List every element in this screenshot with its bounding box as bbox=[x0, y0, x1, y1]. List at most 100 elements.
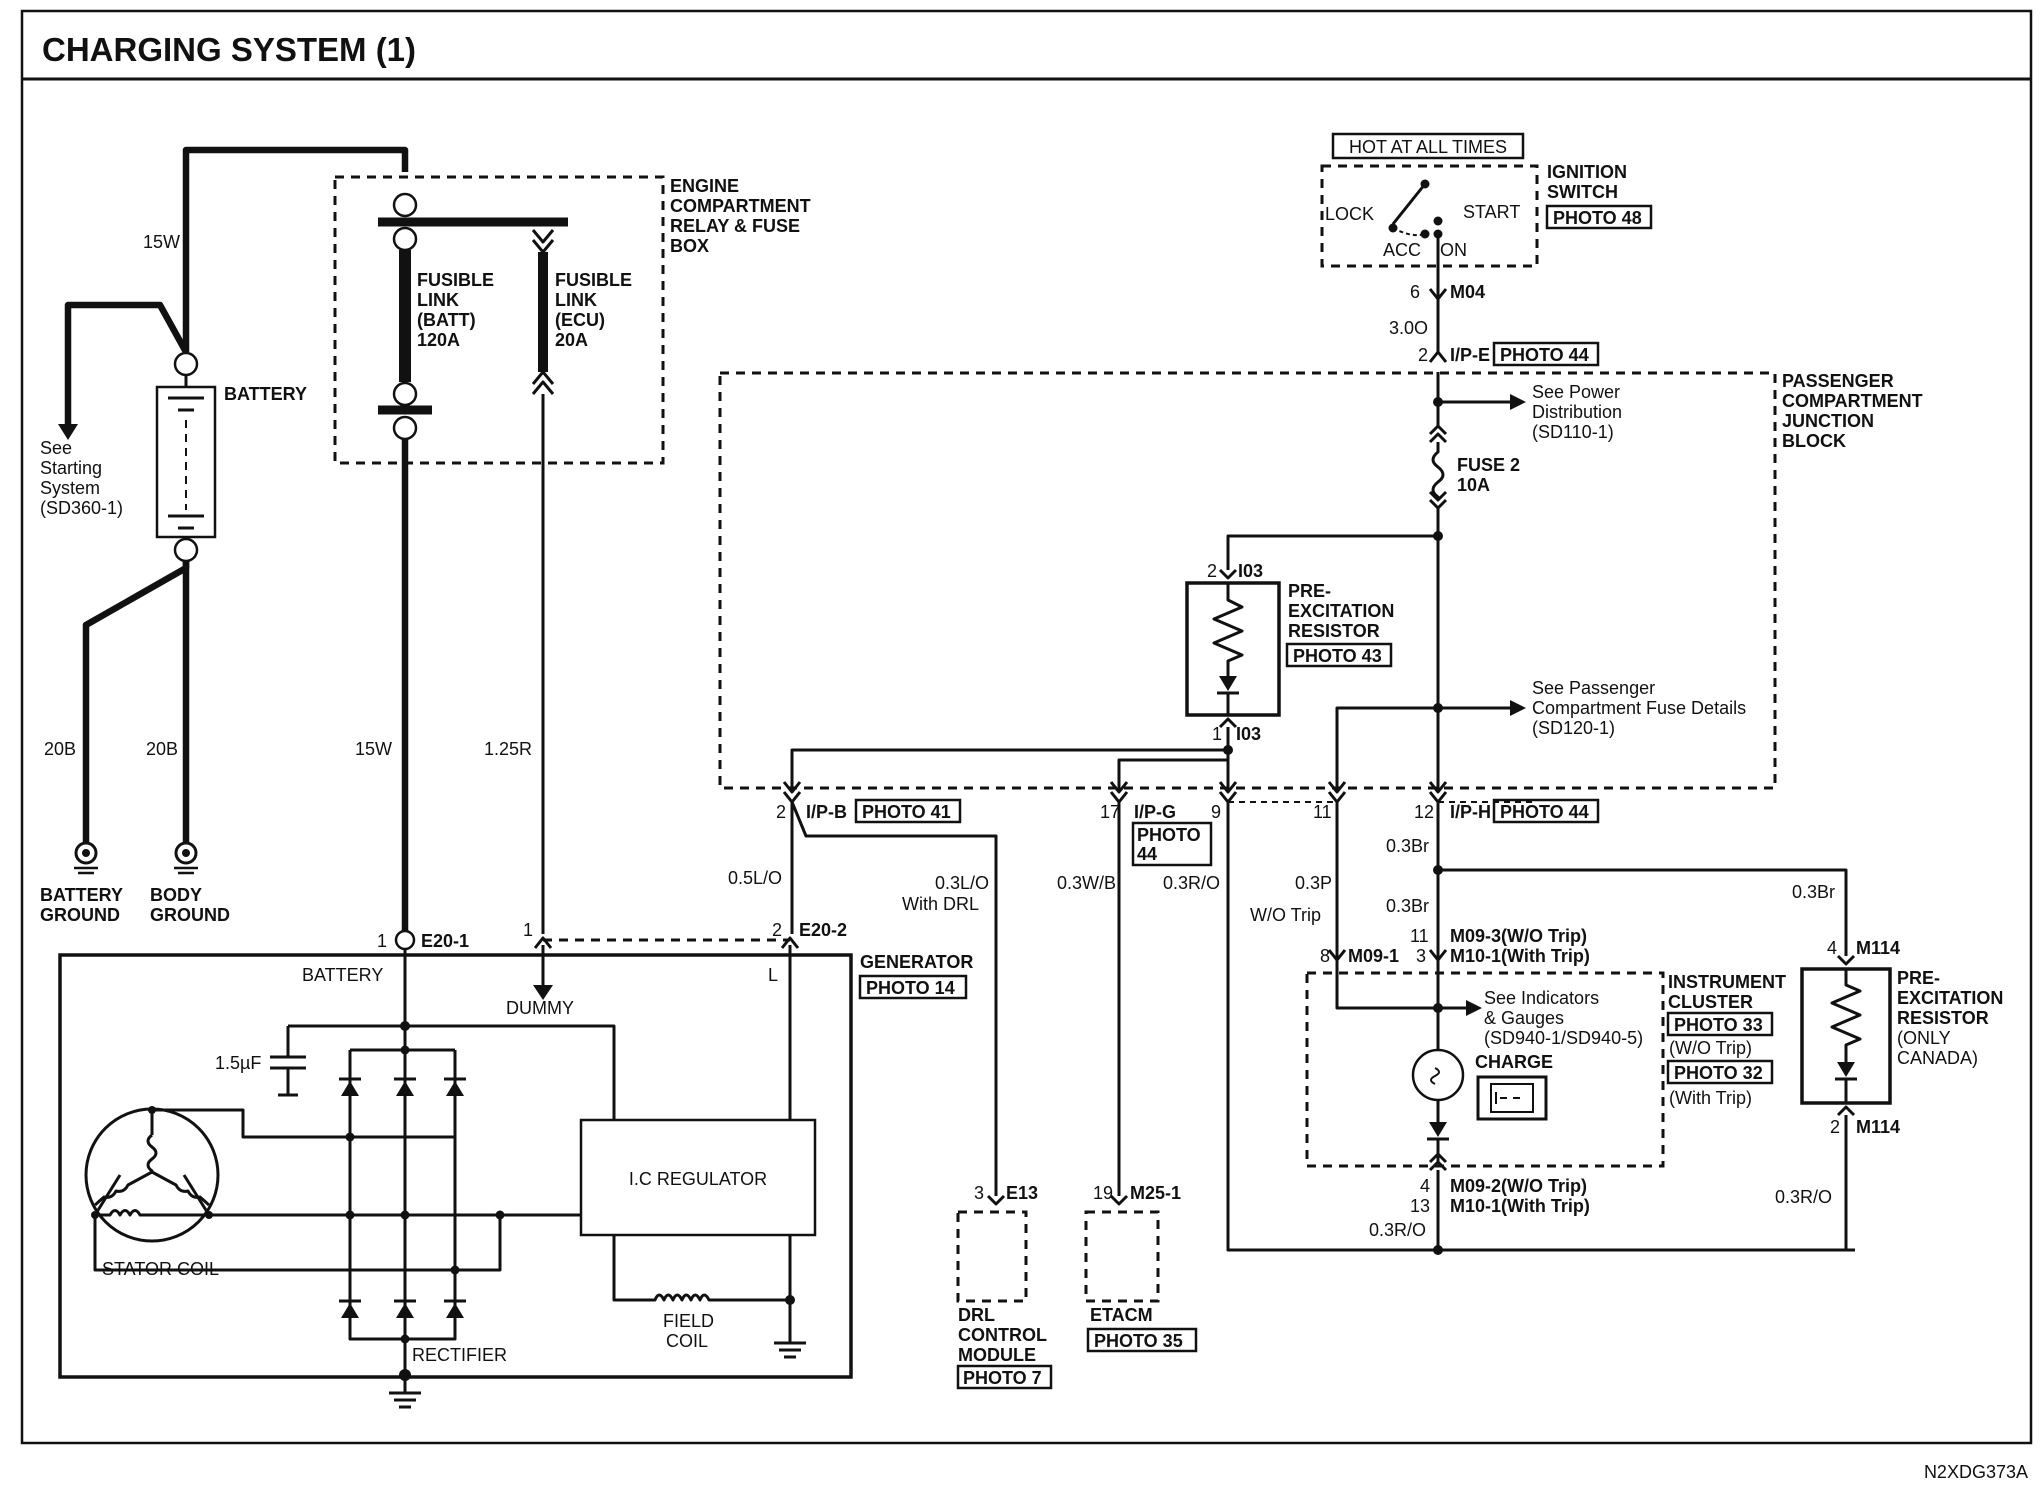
wire-15w: 15W bbox=[355, 739, 392, 759]
ipe-photo-box bbox=[1492, 341, 1600, 367]
e20-1-pin: 1 bbox=[377, 931, 387, 951]
wire-0-3lo: 0.3L/O bbox=[935, 873, 989, 893]
ignition-start: START bbox=[1463, 202, 1520, 222]
engine-box-line1: ENGINE bbox=[670, 176, 739, 196]
fusible-ecu-line4: 20A bbox=[555, 330, 588, 350]
i03-bot-name: I03 bbox=[1236, 724, 1261, 744]
i03-top-name: I03 bbox=[1238, 561, 1263, 581]
wire-20b-left: 20B bbox=[44, 739, 76, 759]
cluster-note-b: (With Trip) bbox=[1669, 1088, 1752, 1108]
cluster-name-2: CLUSTER bbox=[1668, 992, 1753, 1012]
e20-2-l: L bbox=[768, 965, 778, 985]
m114-top-name: M114 bbox=[1856, 938, 1900, 958]
pre-resistor2-line1: PRE- bbox=[1897, 968, 1940, 988]
cluster-photo-b: PHOTO 32 bbox=[1674, 1063, 1763, 1083]
stator-coil bbox=[84, 1106, 220, 1243]
m09-3-pin3: 3 bbox=[1416, 946, 1426, 966]
wire-0-5lo: 0.5L/O bbox=[728, 868, 782, 888]
iph-pin: 12 bbox=[1414, 802, 1434, 822]
drl-line2: CONTROL bbox=[958, 1325, 1047, 1345]
hot-at-all-times: HOT AT ALL TIMES bbox=[1349, 137, 1507, 157]
ipg-photo-1: PHOTO bbox=[1137, 825, 1201, 845]
ipe-pin: 2 bbox=[1418, 345, 1428, 365]
wire-0-3br-1: 0.3Br bbox=[1386, 836, 1429, 856]
e20-1-name: E20-1 bbox=[421, 931, 469, 951]
i03-bot-pin: 1 bbox=[1212, 724, 1222, 744]
iph-pin11: 11 bbox=[1313, 802, 1332, 822]
see-starting-line2: Starting bbox=[40, 458, 102, 478]
m09-1-pin: 8 bbox=[1320, 946, 1330, 966]
m114-bot-name: M114 bbox=[1856, 1117, 1900, 1137]
wire-15w-top: 15W bbox=[143, 232, 180, 252]
cluster-name-1: INSTRUMENT bbox=[1668, 972, 1786, 992]
fusible-ecu-line3: (ECU) bbox=[555, 310, 605, 330]
pre-resistor2-line2: EXCITATION bbox=[1897, 988, 2003, 1008]
ipg-name: I/P-G bbox=[1134, 802, 1176, 822]
fusible-ecu-line1: FUSIBLE bbox=[555, 270, 632, 290]
ignition-lock: LOCK bbox=[1325, 204, 1374, 224]
wire-0-3br-2: 0.3Br bbox=[1386, 896, 1429, 916]
wire-0-3wb: 0.3W/B bbox=[1057, 873, 1116, 893]
pre-resistor-line1: PRE- bbox=[1288, 581, 1331, 601]
ipb-pin: 2 bbox=[776, 802, 786, 822]
e20-2-name: E20-2 bbox=[799, 920, 847, 940]
generator-battery-label: BATTERY bbox=[302, 965, 383, 985]
see-starting-line1: See bbox=[40, 438, 72, 458]
arrow-to-starting bbox=[58, 424, 78, 440]
wire-1-25r: 1.25R bbox=[484, 739, 532, 759]
cluster-photo-a-box bbox=[1666, 1011, 1774, 1037]
battery-warning-icon bbox=[1476, 1075, 1548, 1121]
see-starting-line4: (SD360-1) bbox=[40, 498, 123, 518]
etacm-photo-box bbox=[1086, 1327, 1198, 1353]
m09-2-name1: M09-2(W/O Trip) bbox=[1450, 1176, 1587, 1196]
see-starting-line3: System bbox=[40, 478, 100, 498]
ignition-on: ON bbox=[1440, 240, 1467, 260]
m114-bot-pin: 2 bbox=[1830, 1117, 1840, 1137]
body-ground-line1: BODY bbox=[150, 885, 202, 905]
ignition-switch[interactable]: HOT AT ALL TIMES IGNITION SWITCH PHOTO 4… bbox=[1320, 132, 1653, 268]
body-ground-icon bbox=[174, 841, 198, 875]
generator: 1 E20-1 1 2 E20-2 L GENERATOR PHOTO 14 B… bbox=[58, 920, 973, 1409]
pre-resistor-line2: EXCITATION bbox=[1288, 601, 1394, 621]
body-ground-line2: GROUND bbox=[150, 905, 230, 925]
junction-block-line1: PASSENGER bbox=[1782, 371, 1894, 391]
wo-trip: W/O Trip bbox=[1250, 905, 1321, 925]
rectifier-label: RECTIFIER bbox=[412, 1345, 507, 1365]
e13-name: E13 bbox=[1006, 1183, 1038, 1203]
junction-block-line2: COMPARTMENT bbox=[1782, 391, 1923, 411]
see-indicators-line2: & Gauges bbox=[1484, 1008, 1564, 1028]
cluster-photo-b-box bbox=[1666, 1059, 1774, 1085]
m09-3-pin11: 11 bbox=[1410, 926, 1429, 946]
fusible-batt-line2: LINK bbox=[417, 290, 459, 310]
battery-label: BATTERY bbox=[224, 384, 307, 404]
see-fuse-details-line1: See Passenger bbox=[1532, 678, 1655, 698]
fuse2-line1: FUSE 2 bbox=[1457, 455, 1520, 475]
pre-resistor-photo: PHOTO 43 bbox=[1293, 646, 1382, 666]
with-drl: With DRL bbox=[902, 894, 979, 914]
wire-0-3p: 0.3P bbox=[1295, 873, 1332, 893]
ignition-photo-box bbox=[1545, 204, 1653, 230]
field-coil-line2: COIL bbox=[666, 1331, 708, 1351]
m25-name: M25-1 bbox=[1130, 1183, 1181, 1203]
iph-photo-box bbox=[1492, 798, 1600, 824]
doc-code: N2XDG373A bbox=[1924, 1462, 2028, 1482]
drl-photo: PHOTO 7 bbox=[963, 1368, 1042, 1388]
dummy-label: DUMMY bbox=[506, 998, 574, 1018]
i03-top-pin: 2 bbox=[1207, 561, 1217, 581]
ipe-photo: PHOTO 44 bbox=[1500, 345, 1589, 365]
see-indicators-line3: (SD940-1/SD940-5) bbox=[1484, 1028, 1643, 1048]
see-power-line3: (SD110-1) bbox=[1532, 422, 1614, 442]
engine-box-line4: BOX bbox=[670, 236, 709, 256]
pre-resistor-line3: RESISTOR bbox=[1288, 621, 1380, 641]
field-coil-line1: FIELD bbox=[663, 1311, 714, 1331]
drl-line3: MODULE bbox=[958, 1345, 1036, 1365]
page-frame bbox=[20, 9, 2033, 1445]
see-power-line1: See Power bbox=[1532, 382, 1620, 402]
ipb-photo-box bbox=[854, 798, 962, 824]
see-fuse-details-arrow bbox=[1510, 700, 1526, 716]
see-power-line2: Distribution bbox=[1532, 402, 1622, 422]
engine-box-line2: COMPARTMENT bbox=[670, 196, 811, 216]
iph-name: I/P-H bbox=[1450, 802, 1491, 822]
ignition-acc: ACC bbox=[1383, 240, 1421, 260]
